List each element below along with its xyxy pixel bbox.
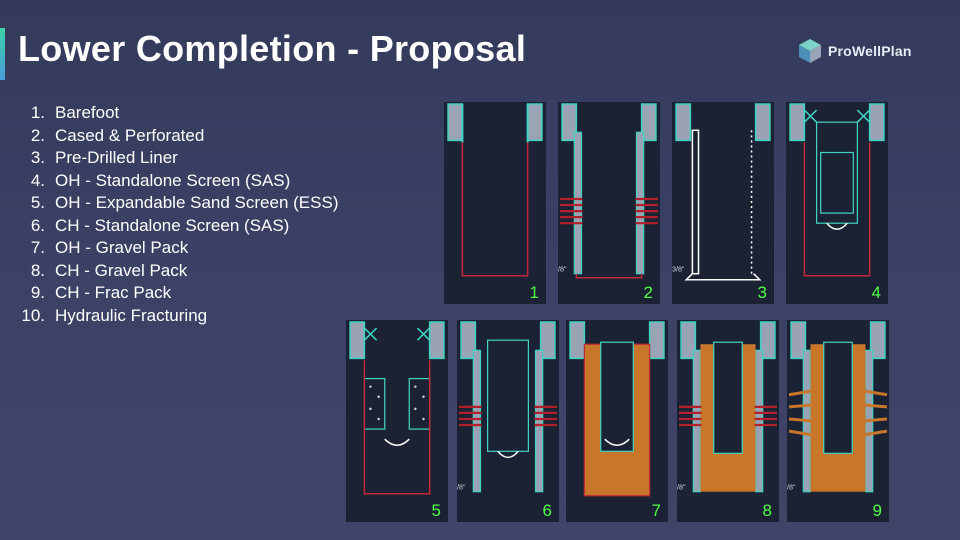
oh-sas-diagram (789, 103, 885, 277)
list-item: 1. Barefoot (10, 102, 338, 125)
list-item: 8. CH - Gravel Pack (10, 260, 338, 283)
list-item-label: Hydraulic Fracturing (55, 305, 208, 325)
diagram-number: 8 (762, 501, 772, 520)
pre-drilled-liner-diagram: 3/8" (672, 103, 771, 281)
list-item-label: CH - Frac Pack (55, 283, 172, 303)
diagram-number: 6 (542, 501, 552, 520)
list-item-label: OH - Gravel Pack (55, 238, 189, 258)
list-item-number: 6. (30, 215, 45, 235)
list-item-number: 8. (30, 260, 45, 280)
list-item: 9. CH - Frac Pack (10, 282, 338, 305)
casing-size-label: 3/8" (672, 266, 685, 274)
list-item-label: Cased & Perforated (55, 125, 205, 145)
list-item-label: Pre-Drilled Liner (55, 148, 178, 168)
casing-size-label: /8" (787, 484, 796, 492)
ch-frac-pack-diagram: /8" (787, 321, 888, 493)
diagram-panel-oh-ess: 5 (346, 320, 448, 522)
diagram-panel-oh-sas: 4 (786, 102, 888, 304)
diagram-number: 2 (643, 283, 653, 302)
diagram-number: 5 (431, 501, 441, 520)
list-item-number: 3. (30, 148, 45, 168)
list-item: 3. Pre-Drilled Liner (10, 147, 338, 170)
diagram-panel-cased-perforated: /8" 2 (558, 102, 660, 304)
casing-size-label: /8" (558, 266, 567, 274)
cased-perforated-diagram: /8" (558, 103, 658, 279)
list-item: 6. CH - Standalone Screen (SAS) (10, 215, 338, 238)
diagram-number: 4 (871, 283, 881, 302)
diagram-number: 3 (757, 283, 767, 302)
casing-size-label: /8" (457, 484, 466, 492)
barefoot-diagram (447, 103, 543, 277)
list-item: 5. OH - Expandable Sand Screen (ESS) (10, 192, 339, 215)
casing-size-label: /8" (677, 484, 686, 492)
diagram-panel-ch-sas: /8" 6 (457, 320, 559, 522)
ch-sas-diagram: /8" (457, 321, 557, 493)
list-item-number: 1. (30, 103, 45, 123)
list-item-label: CH - Gravel Pack (55, 260, 188, 280)
cube-logo-icon (799, 39, 821, 63)
title-accent-bar (0, 28, 5, 80)
diagram-number: 9 (872, 501, 882, 520)
diagram-panel-barefoot: 1 (444, 102, 546, 304)
list-item-number: 2. (30, 125, 45, 145)
completion-options-list: 1. Barefoot 2. Cased & Perforated 3. Pre-Dr… (10, 102, 338, 327)
diagram-panel-ch-gravel-pack: /8" 8 (677, 320, 779, 522)
ch-gravel-pack-diagram: /8" (677, 321, 777, 493)
brand-name: ProWellPlan (828, 43, 912, 59)
diagram-panel-ch-frac-pack: /8" 9 (787, 320, 889, 522)
oh-ess-diagram (349, 321, 445, 495)
diagram-number: 7 (651, 501, 661, 520)
list-item-number: 5. (30, 193, 45, 213)
diagram-number: 1 (529, 283, 539, 302)
list-item-number: 4. (30, 170, 45, 190)
oh-gravel-pack-diagram (569, 321, 665, 497)
list-item: 4. OH - Standalone Screen (SAS) (10, 170, 338, 193)
list-item-label: OH - Expandable Sand Screen (ESS) (55, 193, 339, 213)
brand-logo: ProWellPlan (798, 38, 912, 64)
diagram-panel-oh-gravel-pack: 7 (566, 320, 668, 522)
list-item: 10. Hydraulic Fracturing (10, 305, 338, 328)
list-item-number: 9. (30, 283, 45, 303)
slide-title: Lower Completion - Proposal (18, 28, 527, 69)
list-item-number: 7. (30, 238, 45, 258)
list-item-label: CH - Standalone Screen (SAS) (55, 215, 290, 235)
list-item: 7. OH - Gravel Pack (10, 237, 338, 260)
diagram-panel-pre-drilled-liner: 3/8" 3 (672, 102, 774, 304)
list-item-label: Barefoot (55, 103, 120, 123)
list-item-number: 10. (21, 305, 45, 325)
list-item-label: OH - Standalone Screen (SAS) (55, 170, 291, 190)
list-item: 2. Cased & Perforated (10, 125, 338, 148)
